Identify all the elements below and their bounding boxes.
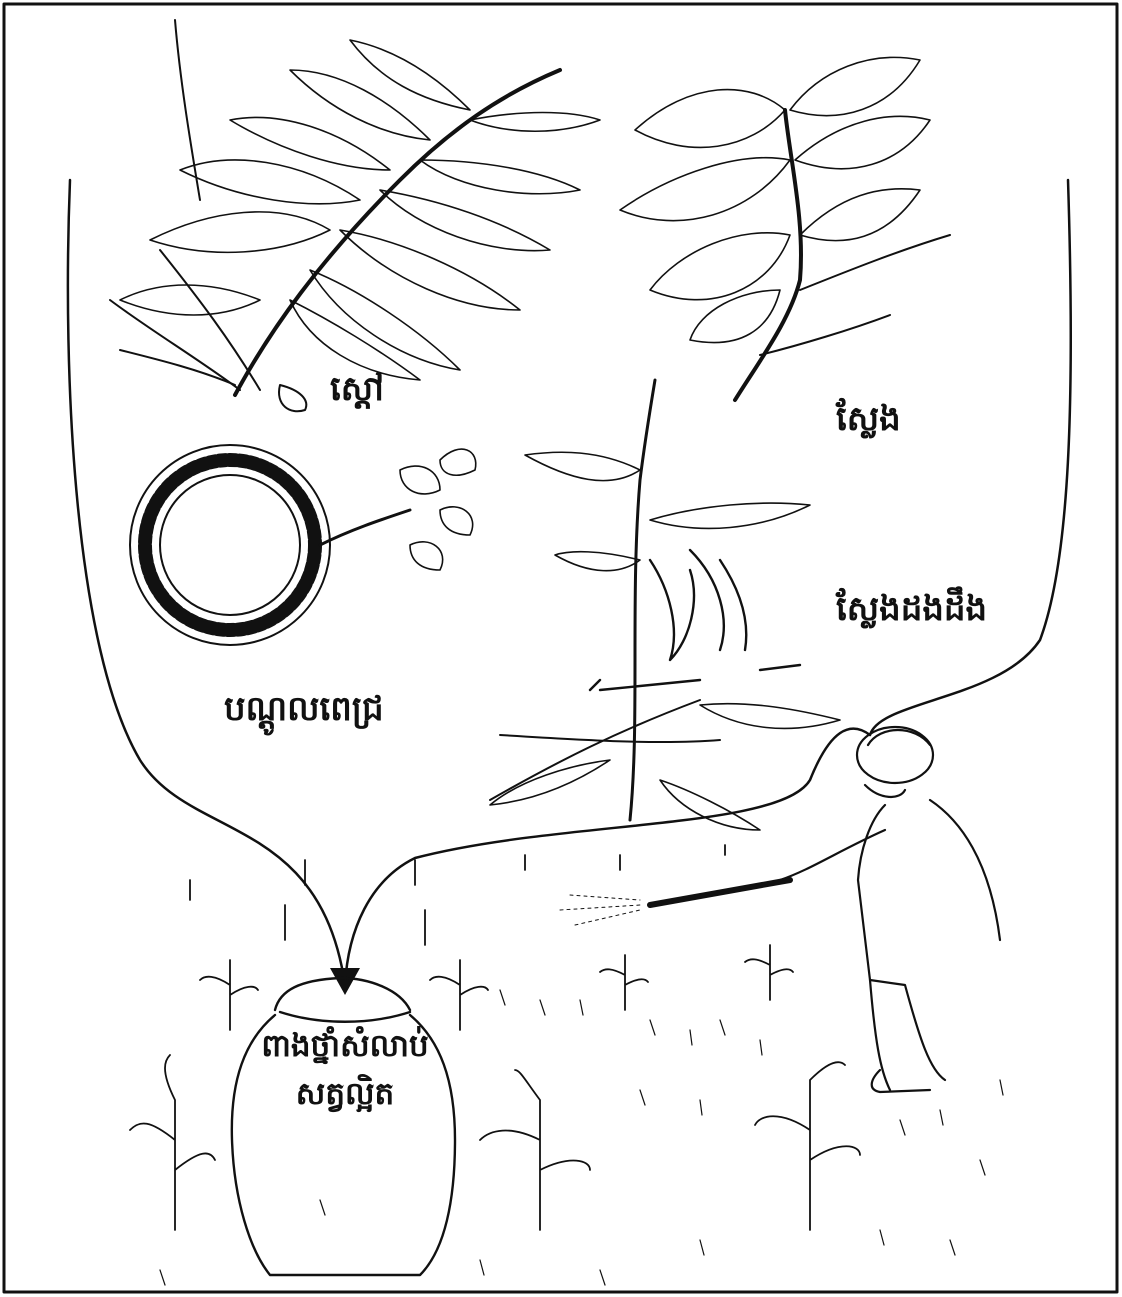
sleng-leaves — [620, 57, 930, 342]
label-sleng: ស្លែង — [836, 400, 901, 439]
pot-label-line-1: ពាងថ្នាំសំលាប់ — [240, 1022, 450, 1070]
label-gloriosa: ស្លែងដងដឹង — [836, 590, 987, 629]
vine-ring — [130, 445, 476, 645]
gloriosa-plant — [490, 380, 840, 830]
sleng-branch — [620, 57, 950, 400]
pot-label: ពាងថ្នាំសំលាប់ សត្វល្អិត — [240, 1022, 450, 1118]
label-vine: បណ្ដូលពេជ្រ — [224, 690, 384, 729]
gloriosa-flowers — [590, 550, 800, 690]
neem-branch — [110, 20, 600, 411]
farmer-sprayer — [560, 727, 1000, 1092]
pot-label-line-2: សត្វល្អិត — [240, 1070, 450, 1118]
label-neem: ស្ដៅ — [330, 370, 384, 409]
spray-mist — [560, 895, 640, 925]
arrow-head — [330, 968, 360, 995]
neem-leaves — [120, 40, 600, 380]
frame-border — [4, 4, 1117, 1292]
gloriosa-leaves — [490, 452, 840, 830]
bubble-outline — [68, 180, 1071, 985]
